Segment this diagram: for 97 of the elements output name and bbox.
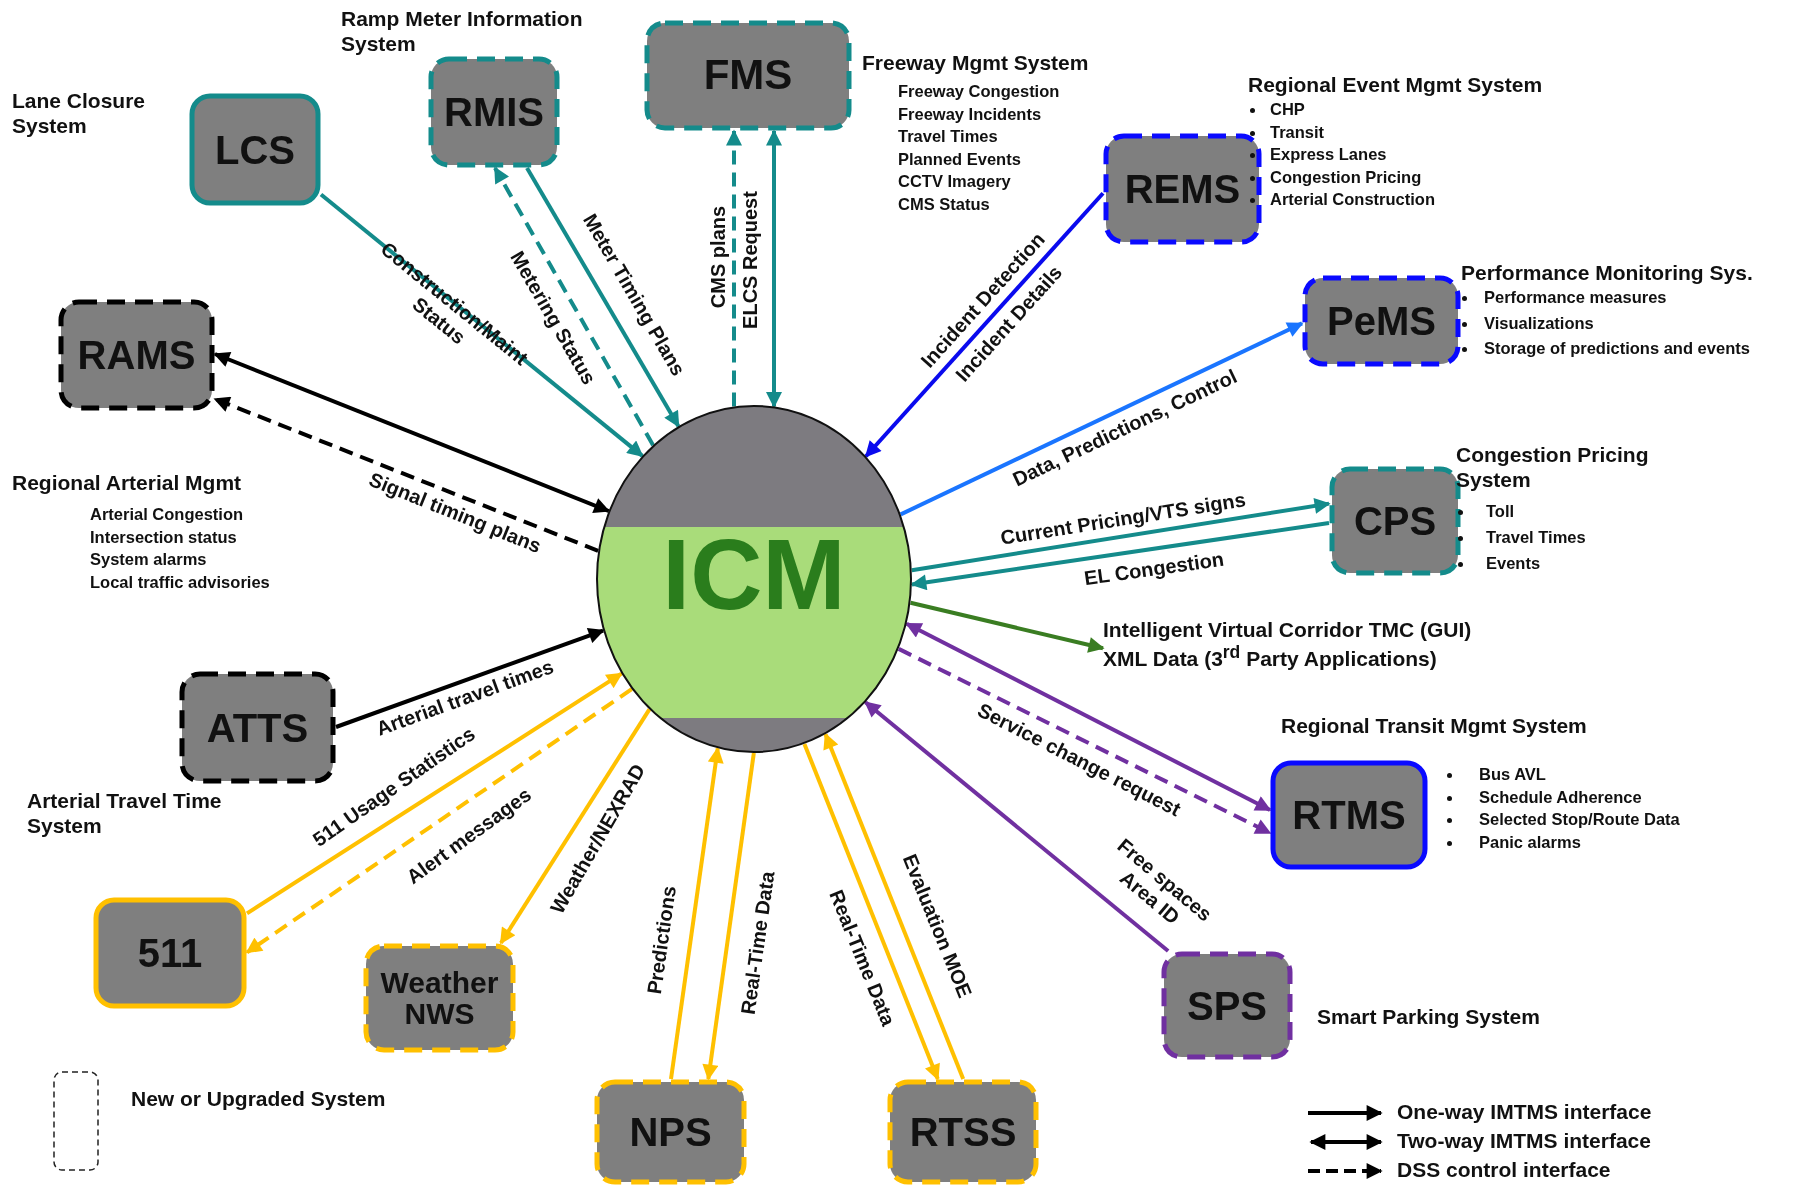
- list-item: Selected Stop/Route Data: [1479, 810, 1680, 828]
- system-name: Regional Event Mgmt System: [1248, 72, 1544, 98]
- system-label: Weather NWS: [379, 966, 500, 1030]
- arrow: [802, 743, 940, 1081]
- system-label: 511: [136, 932, 204, 974]
- list-item: Panic alarms: [1479, 832, 1581, 851]
- system-label: RTMS: [1291, 794, 1407, 836]
- system-name: Smart Parking System: [1317, 1004, 1541, 1030]
- system-name: Regional Transit Mgmt System: [1281, 713, 1588, 739]
- system-box: [1302, 275, 1461, 367]
- legend-label: DSS control interface: [1397, 1158, 1611, 1182]
- system-label: PeMS: [1326, 300, 1437, 342]
- list-item: CCTV Imagery: [898, 172, 1011, 193]
- arrow: [897, 647, 1272, 835]
- system-box: [1161, 951, 1293, 1060]
- system-box: [179, 671, 336, 784]
- arrow: [499, 708, 652, 945]
- arrow: [910, 600, 1105, 653]
- arrow: [726, 129, 742, 407]
- arrow: [669, 746, 724, 1080]
- system-box: [58, 299, 215, 411]
- arrow: [905, 621, 1272, 812]
- list-item: Schedule Adherence: [1479, 787, 1642, 806]
- list-item: Transit: [1270, 122, 1325, 141]
- arrow: [525, 167, 681, 428]
- list-item: Freeway Congestion: [898, 82, 1060, 102]
- arrow: [493, 166, 655, 447]
- arrow: [766, 129, 782, 408]
- arrow: [864, 191, 1105, 458]
- list-item: Bus AVL: [1479, 765, 1546, 783]
- system-label: NPS: [628, 1111, 713, 1153]
- system-name: Ramp Meter Information System: [341, 6, 584, 57]
- arrow: [335, 627, 605, 729]
- arrow: [899, 321, 1304, 517]
- arrow: [245, 687, 633, 955]
- system-label: ATTS: [205, 706, 310, 749]
- system-label: SPS: [1185, 984, 1268, 1027]
- arrow: [911, 498, 1331, 573]
- edge-label: Real-Time Data: [736, 870, 780, 1016]
- system-box: [363, 943, 516, 1053]
- list-item: Arterial Construction: [1270, 190, 1436, 209]
- system-box: [93, 897, 247, 1009]
- arrow: [319, 193, 644, 458]
- system-name: Congestion Pricing System: [1456, 442, 1650, 493]
- system-box: [189, 93, 321, 206]
- hub-label: ICM: [662, 521, 846, 627]
- system-label: RAMS: [76, 334, 197, 376]
- system-box: [1270, 760, 1428, 870]
- arrow: [213, 351, 611, 514]
- system-name: Lane Closure System: [12, 88, 147, 139]
- list-item: Freeway Incidents: [898, 104, 1042, 125]
- list-item: Local traffic advisories: [90, 572, 270, 593]
- arrow: [245, 672, 623, 916]
- system-name: Arterial Travel Time System: [27, 788, 223, 839]
- edge-label: Current Pricing/VTS signs: [998, 488, 1248, 550]
- legend-label: New or Upgraded System: [131, 1087, 386, 1111]
- legend-label: One-way IMTMS interface: [1397, 1100, 1652, 1124]
- list-item: Performance measures: [1484, 288, 1667, 306]
- arrow: [864, 700, 1170, 953]
- output-description: Intelligent Virtual Corridor TMC (GUI) XML Data (3$^{rd}$ Party Applications): [1103, 617, 1503, 672]
- list-item: Intersection status: [90, 527, 237, 548]
- list-item: CMS Status: [898, 195, 990, 215]
- arrow: [213, 396, 599, 553]
- list-item: Visualizations: [1484, 313, 1594, 332]
- list-item: Toll: [1486, 502, 1515, 520]
- system-label: RMIS: [443, 91, 545, 133]
- edge-label: CMS plans: [706, 205, 730, 309]
- list-item: Travel Times: [898, 127, 998, 147]
- system-box: [594, 1079, 747, 1185]
- system-box: [644, 20, 852, 131]
- list-item: Travel Times: [1486, 528, 1586, 546]
- edge-label: Predictions: [643, 884, 681, 996]
- arrow: [702, 752, 756, 1081]
- arrow: [823, 732, 966, 1080]
- system-box: [887, 1079, 1039, 1185]
- list-item: System alarms: [90, 550, 207, 570]
- legend-label: Two-way IMTMS interface: [1397, 1129, 1651, 1153]
- arrow: [910, 521, 1330, 591]
- system-label: REMS: [1123, 168, 1242, 210]
- system-label: LCS: [214, 128, 296, 171]
- list-item: Events: [1486, 554, 1541, 572]
- list-item: Planned Events: [898, 149, 1021, 170]
- list-item: Storage of predictions and events: [1484, 339, 1750, 357]
- list-item: Congestion Pricing: [1270, 167, 1422, 186]
- list-item: Arterial Congestion: [90, 505, 244, 525]
- system-box: [428, 56, 560, 168]
- system-label: RTSS: [908, 1111, 1018, 1153]
- system-box: [1103, 133, 1262, 245]
- edge-label: EL Congestion: [1082, 547, 1226, 591]
- system-label: CPS: [1352, 500, 1438, 542]
- system-name: Regional Arterial Mgmt: [12, 470, 243, 496]
- list-item: CHP: [1270, 100, 1305, 118]
- system-name: Freeway Mgmt System: [862, 50, 1090, 76]
- system-label: FMS: [702, 53, 794, 98]
- system-name: Performance Monitoring Sys.: [1461, 260, 1754, 286]
- list-item: Express Lanes: [1270, 145, 1387, 164]
- edge-label: ELCS Request: [738, 191, 762, 329]
